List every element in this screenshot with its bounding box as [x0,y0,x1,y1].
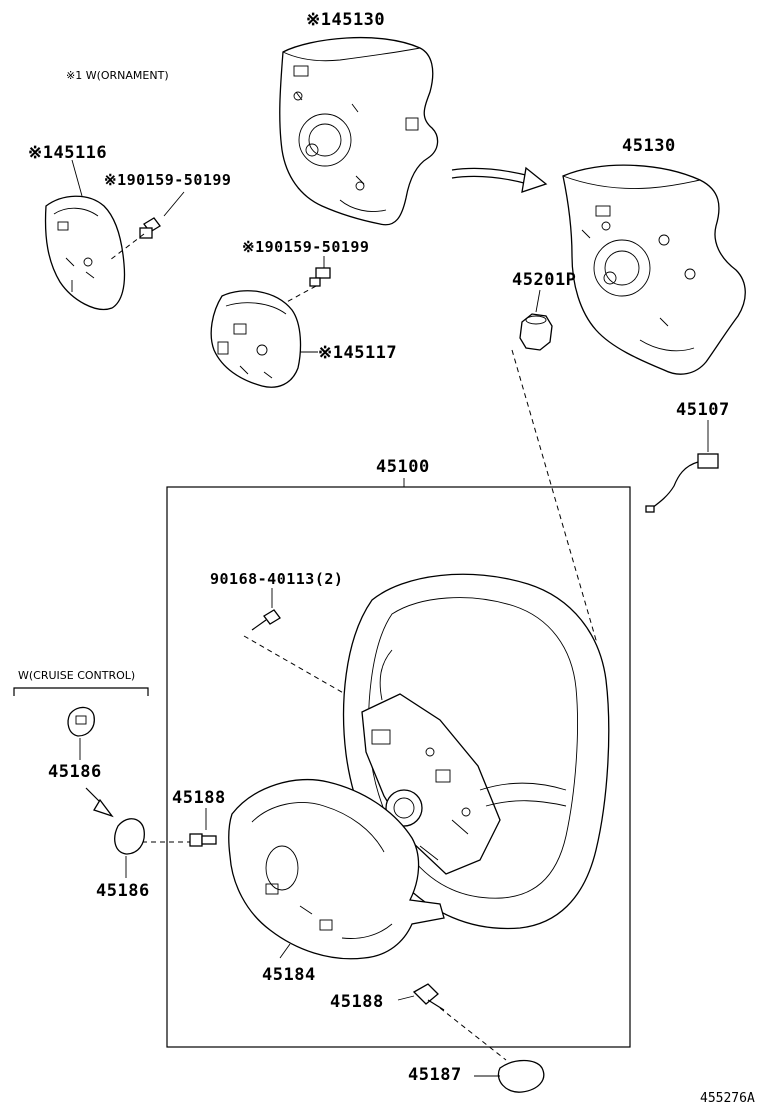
screw-lower-part [397,983,507,1061]
label-wheel-assembly: 45100 [376,457,430,477]
ornament-note: ※1 W(ORNAMENT) [66,69,169,82]
label-wire: 45107 [676,400,730,420]
screw-upper-part [142,808,217,847]
cover-part [228,778,445,960]
label-screw-mid: ※190159-50199 [242,238,370,256]
label-screw-upper: 45188 [172,788,226,808]
label-bolt: 90168-40113(2) [210,570,344,588]
screw-left-part [109,191,185,261]
nut-part [519,289,553,351]
label-pad-right: 45130 [622,136,676,156]
label-pad-top: ※145130 [306,10,386,30]
wheel-assembly-frame [166,478,631,1048]
ornament-left-part [44,159,126,310]
reference-code: 455276A [700,1091,755,1106]
cap-part [474,1059,545,1093]
cruise-switch-upper-part [67,706,95,760]
cruise-arrow [85,787,114,818]
airbag-pad-right-part [562,164,746,375]
cruise-control-note: W(CRUISE CONTROL) [18,669,136,682]
airbag-pad-top-part [279,36,439,226]
cruise-bracket [13,687,149,696]
cruise-switch-lower-part [114,818,145,878]
label-nut: 45201P [512,270,577,290]
label-cover: 45184 [262,965,316,985]
label-ornament-left: ※145116 [28,143,108,163]
label-screw-left: ※190159-50199 [104,171,232,189]
screw-mid-part [271,256,331,311]
label-ornament-right: ※145117 [318,343,398,363]
label-cap: 45187 [408,1065,462,1085]
label-switch-upper: 45186 [48,762,102,782]
ornament-right-part [210,290,318,388]
wire-harness-part [645,420,719,513]
transfer-arrow [451,166,548,193]
label-switch-lower: 45186 [96,881,150,901]
label-screw-lower: 45188 [330,992,384,1012]
